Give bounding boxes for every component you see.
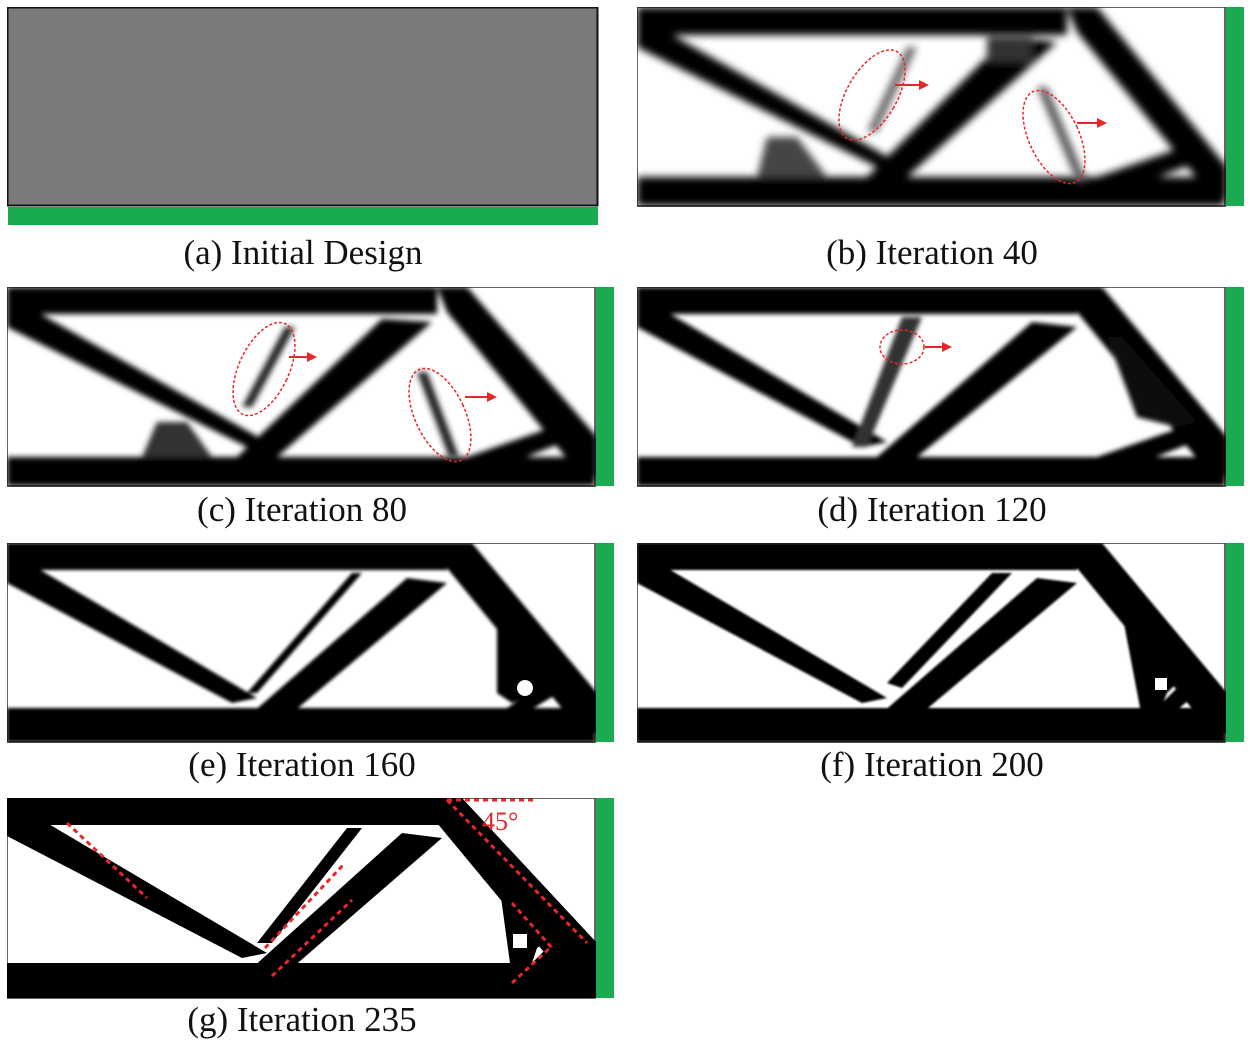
- support-bar-right: [596, 543, 614, 742]
- topology-iter-40: [637, 7, 1244, 207]
- panel-c-iteration-80: [7, 287, 617, 487]
- panel-d-iteration-120: [637, 287, 1247, 487]
- panel-a-initial-design: [7, 7, 599, 225]
- arrow-right-icon: [487, 392, 497, 402]
- panel-b-iteration-40: [637, 7, 1247, 207]
- caption-f: (f) Iteration 200: [820, 745, 1044, 784]
- support-bar-right: [1226, 543, 1244, 742]
- panel-g-iteration-235: 45°: [7, 798, 617, 1000]
- caption-d: (d) Iteration 120: [817, 490, 1047, 529]
- arrow-right-icon: [942, 342, 952, 352]
- arrow-right-icon: [307, 352, 317, 362]
- topology-iter-235: 45°: [7, 798, 614, 999]
- support-bar-bottom: [8, 207, 598, 225]
- arrow-right-icon: [919, 80, 929, 90]
- highlight-ellipse: [879, 329, 925, 365]
- support-bar-right: [1226, 287, 1244, 486]
- caption-b: (b) Iteration 40: [826, 233, 1038, 272]
- caption-e: (e) Iteration 160: [188, 745, 416, 784]
- caption-c: (c) Iteration 80: [197, 490, 407, 529]
- topology-iter-200: [637, 543, 1244, 743]
- highlight-ellipse: [838, 49, 906, 141]
- angle-label: 45°: [482, 807, 518, 836]
- highlight-ellipse: [408, 367, 472, 463]
- panel-e-iteration-160: [7, 543, 617, 743]
- topology-iter-120: [637, 287, 1244, 487]
- caption-a: (a) Initial Design: [183, 233, 423, 272]
- topology-iter-160: [7, 543, 614, 743]
- highlight-ellipse: [232, 321, 296, 417]
- caption-g: (g) Iteration 235: [187, 1000, 417, 1039]
- topology-iter-80: [7, 287, 614, 487]
- support-bar-right: [1226, 7, 1244, 206]
- panel-f-iteration-200: [637, 543, 1247, 743]
- angle-guide-lines: [65, 798, 589, 985]
- support-bar-right: [596, 287, 614, 486]
- arrow-right-icon: [1097, 118, 1107, 128]
- support-bar-right: [596, 798, 614, 998]
- highlight-ellipse: [1022, 89, 1086, 185]
- initial-design-domain: [7, 7, 599, 225]
